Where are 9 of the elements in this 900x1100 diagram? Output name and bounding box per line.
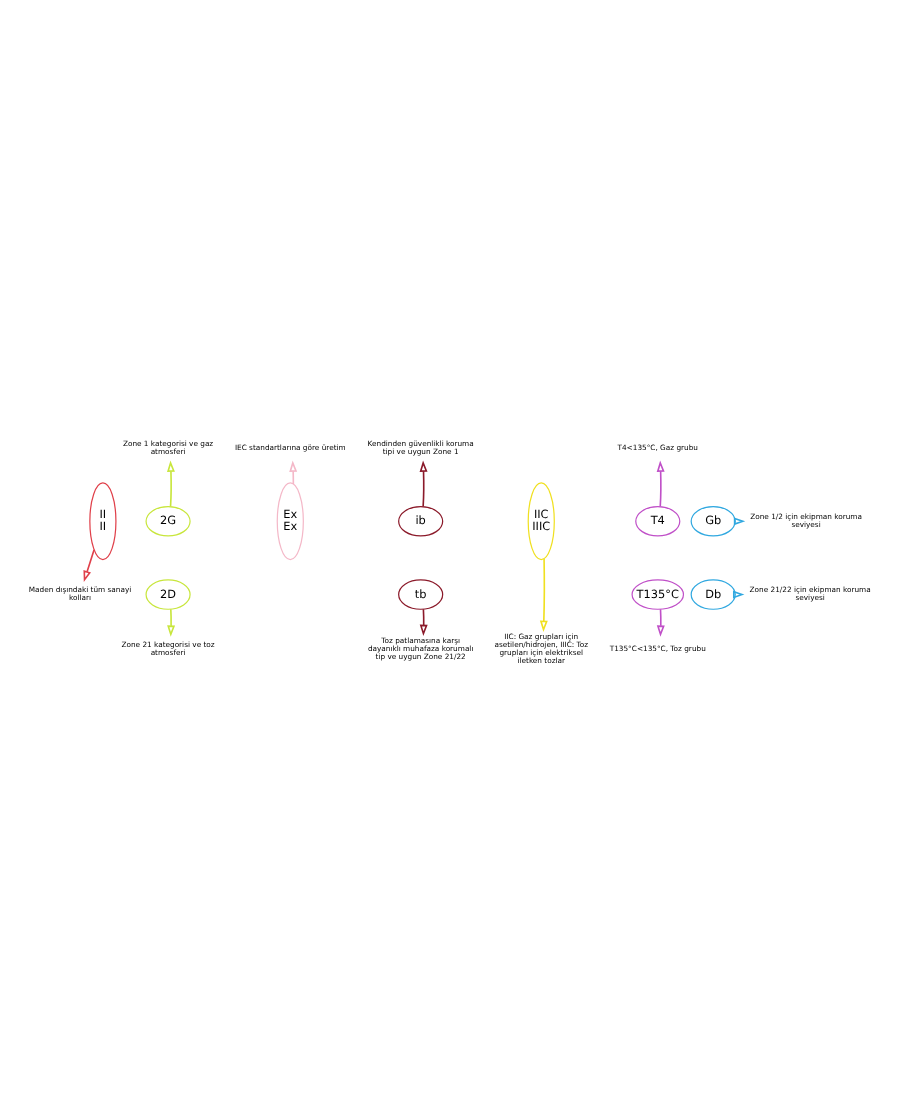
arrow xyxy=(167,607,176,636)
arrow xyxy=(656,459,665,507)
arrow xyxy=(83,547,95,582)
arrow xyxy=(733,516,746,525)
arrow xyxy=(539,557,548,632)
arrow xyxy=(166,459,175,507)
arrow xyxy=(289,459,298,484)
arrow xyxy=(419,459,428,507)
arrow xyxy=(656,607,665,636)
